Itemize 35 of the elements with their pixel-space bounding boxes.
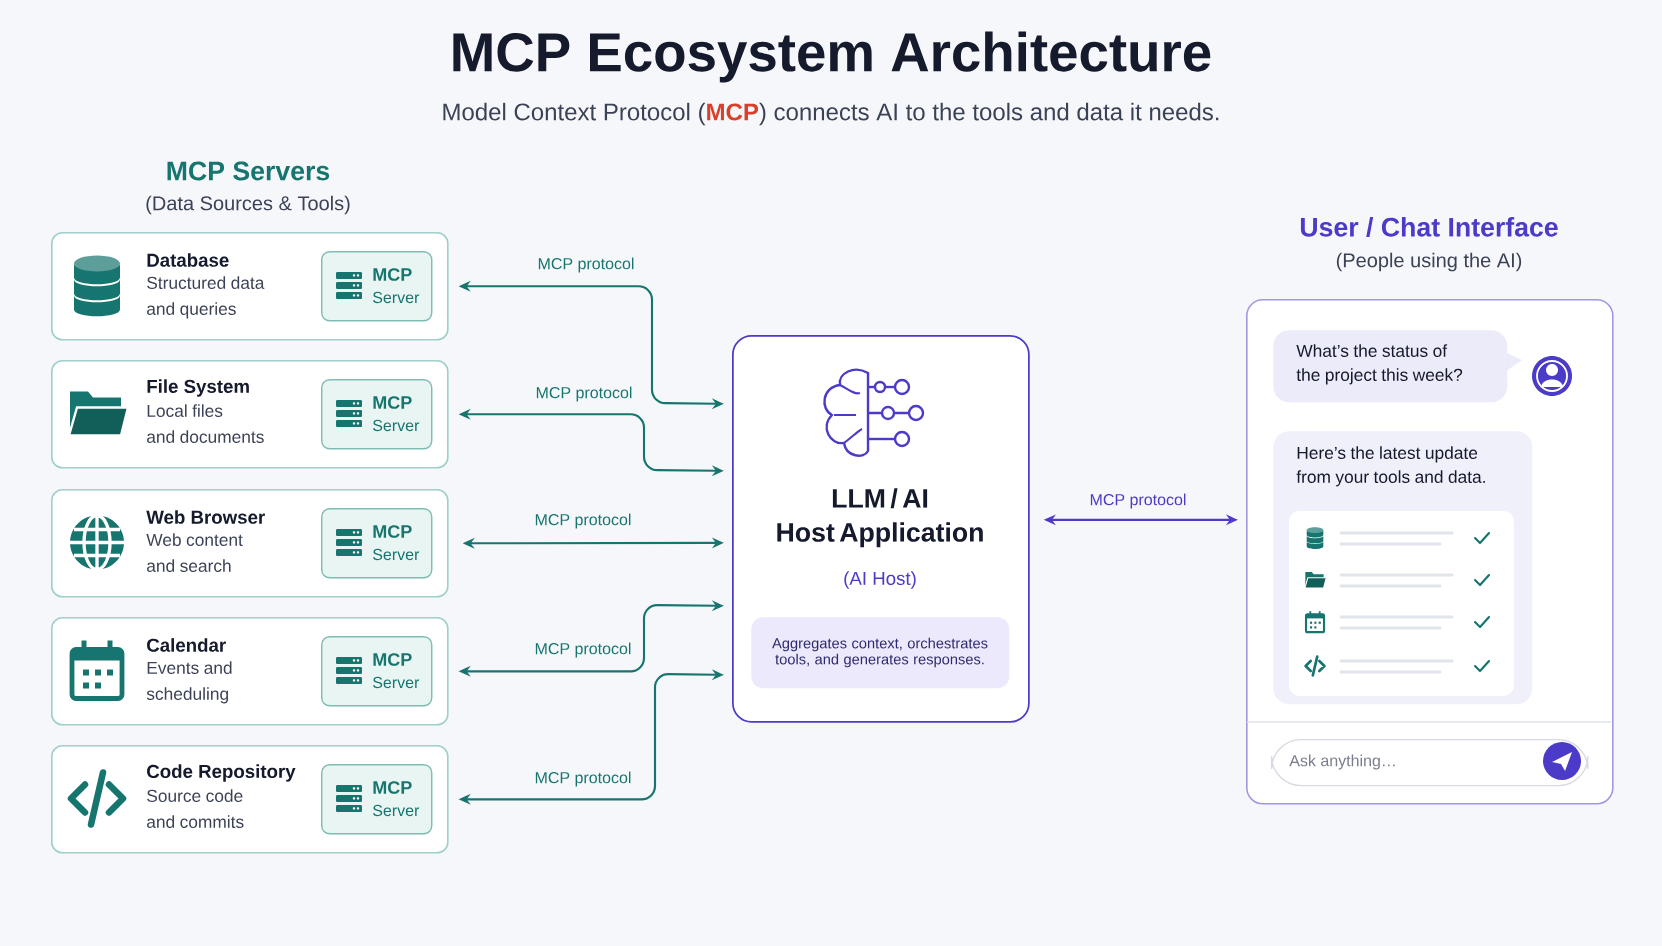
badge-label: MCP <box>373 268 412 281</box>
badge-label: Server <box>373 548 420 561</box>
title: MCP Ecosystem Architecture <box>453 31 1211 83</box>
badge-label: Server <box>373 676 420 689</box>
section-heading: MCP Servers <box>167 161 330 181</box>
server-badge <box>321 636 433 707</box>
badge-label: MCP <box>373 525 412 538</box>
badge-label: Server <box>373 804 420 817</box>
server-badge <box>321 508 433 579</box>
badge-label: MCP <box>373 781 412 794</box>
badge-label: MCP <box>373 653 412 666</box>
chat-bubble: What’s the status of the project this week? <box>1273 330 1522 403</box>
server-badge <box>321 764 433 835</box>
panel-subheading: (People using the AI) <box>1336 252 1522 272</box>
server-badge <box>321 251 433 322</box>
badge-label: MCP <box>373 396 412 409</box>
card-title: Calendar <box>147 638 226 652</box>
card-description: Source code and commits <box>147 789 244 828</box>
section-subheading: (Data Sources & Tools) <box>146 195 350 215</box>
card-title: Database <box>147 253 229 267</box>
host-title: LLM / AI Host Application <box>777 488 983 548</box>
host-subtitle: (AI Host) <box>844 571 916 589</box>
card-description: Events and scheduling <box>146 661 232 704</box>
card-title: Web Browser <box>146 510 265 524</box>
badge-label: Server <box>373 419 420 432</box>
card-title: File System <box>147 379 249 397</box>
card-description: Structured data and queries <box>147 276 265 319</box>
card-description: Web content and search <box>146 533 243 572</box>
description-box: Aggregates context, orchestrates tools, and generates responses. <box>751 617 1010 689</box>
server-badge <box>321 379 433 450</box>
badge-label: Server <box>373 291 420 304</box>
panel-heading: User / Chat Interface <box>1300 217 1558 237</box>
subtitle: Model Context Protocol (MCP) connects AI to the tools and data it needs. <box>443 102 1219 126</box>
card-description: Local files and documents <box>147 404 264 443</box>
card-title: Code Repository <box>147 764 296 782</box>
